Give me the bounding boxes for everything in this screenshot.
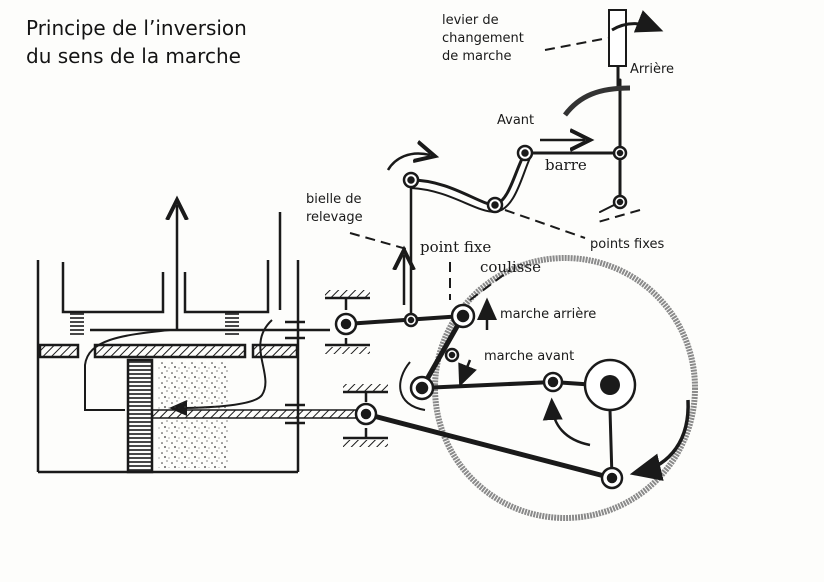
barre-label: barre bbox=[545, 156, 587, 174]
lever-label-line-1: levier de bbox=[442, 13, 499, 28]
coulisse-label: coulisse bbox=[480, 258, 541, 276]
points-fixes-label: points fixes bbox=[590, 237, 665, 252]
title-line-1: Principe de l’inversion bbox=[26, 16, 247, 40]
wheel-axle bbox=[583, 358, 637, 412]
reversing-lever bbox=[563, 9, 664, 117]
leader-lines bbox=[349, 37, 641, 301]
marche-avant-label: marche avant bbox=[484, 349, 574, 364]
title-line-2: du sens de la marche bbox=[26, 44, 241, 68]
crosshead-guides bbox=[325, 290, 388, 447]
pivot-points bbox=[334, 144, 628, 490]
marche-arriere-label: marche arrière bbox=[500, 307, 596, 322]
steam-cylinder bbox=[36, 205, 365, 474]
lever-label-line-2: changement bbox=[442, 31, 524, 46]
point-fixe-label: point fixe bbox=[420, 238, 491, 256]
diagram-title: Principe de l’inversion du sens de la ma… bbox=[26, 14, 247, 70]
bielle-label-line-2: relevage bbox=[306, 210, 363, 225]
avant-label: Avant bbox=[497, 113, 534, 128]
lever-label-line-3: de marche bbox=[442, 49, 511, 64]
arriere-label: Arrière bbox=[630, 62, 674, 77]
bielle-label-line-1: bielle de bbox=[306, 192, 361, 207]
motion-arrows bbox=[386, 140, 690, 481]
